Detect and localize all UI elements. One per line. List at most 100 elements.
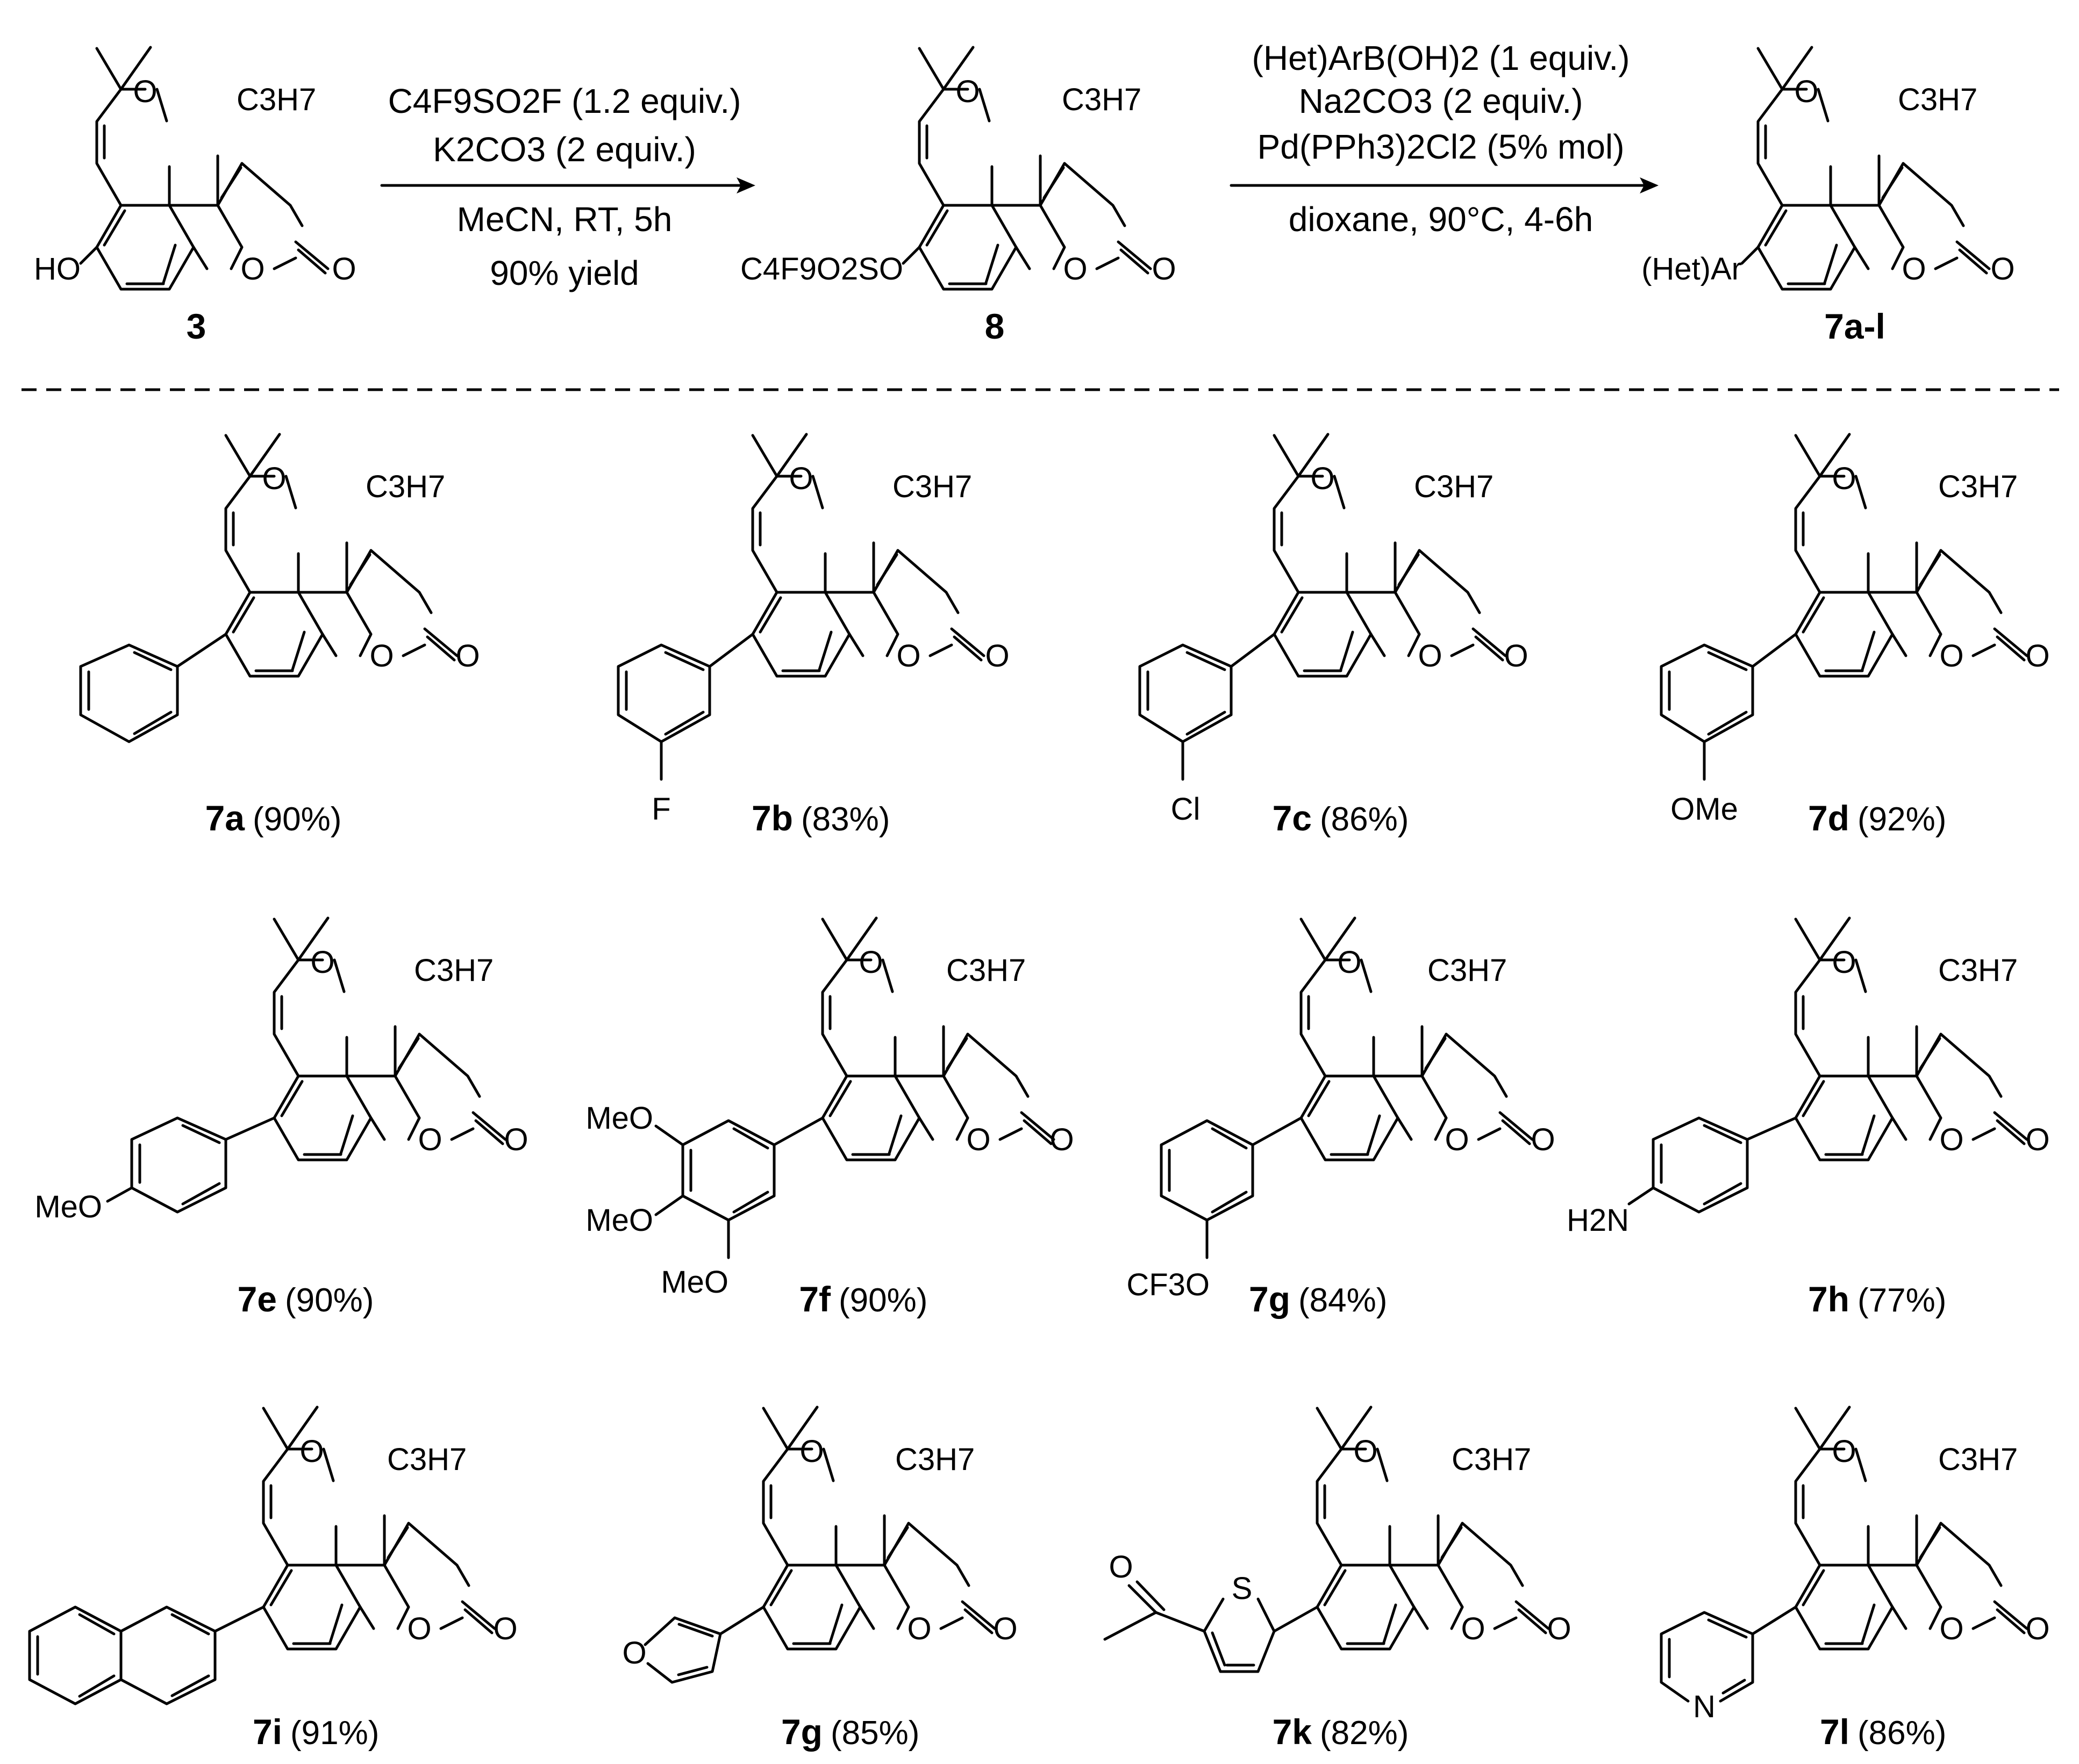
svg-text:C3H7: C3H7	[1938, 953, 2018, 988]
carbonyl-oxygen: O	[1990, 252, 2014, 286]
compound-8: O C3H7 O O C4F9O2SO	[740, 47, 1176, 289]
chloro-substituent: Cl	[1171, 792, 1201, 827]
methoxy-substituent-3: MeO	[585, 1101, 653, 1136]
step2-conditions: dioxane, 90°C, 4-6h	[1289, 200, 1593, 239]
svg-text:O: O	[966, 1122, 990, 1157]
svg-text:O: O	[1445, 1122, 1469, 1157]
reaction-arrow-1	[380, 177, 755, 193]
propyl-label: C3H7	[1898, 82, 1977, 117]
svg-text:O: O	[1547, 1611, 1571, 1646]
compound-yield-7d: (92%)	[1857, 801, 1946, 838]
svg-text:O: O	[493, 1611, 517, 1646]
compound-label-3: 3	[187, 306, 206, 346]
svg-text:O: O	[407, 1611, 431, 1646]
svg-text:O: O	[1832, 461, 1856, 496]
lactone-oxygen: O	[1902, 252, 1926, 286]
svg-text:O: O	[1504, 639, 1528, 673]
nonaflate-substituent: C4F9O2SO	[740, 252, 903, 286]
svg-text:O: O	[1832, 945, 1856, 980]
svg-text:O: O	[1461, 1611, 1485, 1646]
step1-yield: 90% yield	[490, 254, 639, 292]
svg-text:O: O	[2025, 639, 2049, 673]
svg-text:C3H7: C3H7	[1427, 953, 1507, 988]
compound-7a-l: O C3H7 O O (Het)Ar	[1641, 47, 2015, 289]
svg-text:O: O	[2025, 1122, 2049, 1157]
compound-7a: O C3H7 O O	[79, 434, 480, 743]
compound-label-7d: 7d	[1808, 798, 1849, 838]
trifluoromethoxy-substituent: CF3O	[1126, 1267, 1210, 1302]
propyl-label: C3H7	[237, 82, 316, 117]
step1-base: K2CO3 (2 equiv.)	[433, 130, 696, 169]
methoxy-substituent-5: MeO	[661, 1265, 728, 1300]
svg-text:O: O	[1531, 1122, 1555, 1157]
compound-yield-7b: (83%)	[801, 801, 890, 838]
svg-text:O: O	[1337, 945, 1361, 980]
compound-yield-7g-furyl: (85%)	[831, 1715, 919, 1752]
svg-text:C3H7: C3H7	[1414, 469, 1494, 504]
svg-text:O: O	[418, 1122, 442, 1157]
compound-label-7g: 7g	[1249, 1279, 1290, 1319]
compound-7f: O C3H7 O O MeO MeO MeO	[585, 918, 1074, 1300]
step1-conditions: MeCN, RT, 5h	[457, 200, 673, 239]
ring-oxygen: O	[133, 74, 157, 109]
compound-7h: O C3H7 O O H2N	[1567, 918, 2050, 1238]
step2-catalyst: Pd(PPh3)2Cl2 (5% mol)	[1258, 127, 1625, 166]
methoxy-substituent-4: MeO	[585, 1203, 653, 1238]
compound-yield-7a: (90%)	[253, 801, 341, 838]
svg-text:O: O	[1353, 1434, 1377, 1469]
svg-text:O: O	[896, 639, 920, 673]
svg-text:C3H7: C3H7	[946, 953, 1026, 988]
ring-oxygen: O	[1794, 74, 1818, 109]
svg-text:O: O	[985, 639, 1009, 673]
step1-reagent: C4F9SO2F (1.2 equiv.)	[388, 82, 741, 120]
hetaryl-substituent: (Het)Ar	[1641, 252, 1742, 286]
compound-yield-7h: (77%)	[1857, 1282, 1946, 1319]
svg-text:O: O	[799, 1434, 824, 1469]
compound-yield-7l: (86%)	[1857, 1715, 1946, 1752]
svg-text:O: O	[789, 461, 813, 496]
compound-7e: O C3H7 O O MeO	[34, 918, 528, 1224]
compound-7g: O C3H7 O O CF3O	[1126, 918, 1555, 1302]
compound-7b: O C3H7 O O F	[617, 434, 1010, 827]
furan-oxygen: O	[622, 1636, 646, 1670]
compound-yield-7k: (82%)	[1320, 1715, 1409, 1752]
compound-yield-7f: (90%)	[839, 1282, 927, 1319]
svg-text:O: O	[262, 461, 286, 496]
methoxy-substituent: OMe	[1670, 792, 1738, 827]
lactone-oxygen: O	[1063, 252, 1087, 286]
svg-text:O: O	[369, 639, 394, 673]
compound-yield-7e: (90%)	[285, 1282, 374, 1319]
compound-label-7a: 7a	[205, 798, 246, 838]
svg-text:O: O	[1418, 639, 1442, 673]
svg-text:C3H7: C3H7	[366, 469, 445, 504]
svg-text:O: O	[455, 639, 480, 673]
svg-text:C3H7: C3H7	[414, 953, 494, 988]
svg-text:C3H7: C3H7	[387, 1442, 467, 1477]
lactone-oxygen: O	[240, 252, 265, 286]
svg-text:O: O	[1049, 1122, 1074, 1157]
compound-label-7f: 7f	[799, 1279, 831, 1319]
compound-yield-7i: (91%)	[290, 1715, 379, 1752]
compound-7c: O C3H7 O O Cl	[1138, 434, 1528, 827]
thiophene-sulfur: S	[1232, 1571, 1253, 1606]
compound-label-7l: 7l	[1820, 1712, 1849, 1752]
compound-label-7k: 7k	[1273, 1712, 1312, 1752]
compound-label-7b: 7b	[752, 798, 793, 838]
compound-3: O C3H7 O O HO	[34, 47, 356, 289]
svg-text:O: O	[299, 1434, 324, 1469]
svg-text:O: O	[504, 1122, 528, 1157]
compound-7g-furyl: O C3H7 O O O	[622, 1407, 1018, 1684]
compound-label-7h: 7h	[1808, 1279, 1849, 1319]
hydroxy-substituent: HO	[34, 252, 81, 286]
svg-text:O: O	[310, 945, 334, 980]
carbonyl-oxygen: O	[1152, 252, 1176, 286]
svg-text:C3H7: C3H7	[1452, 1442, 1531, 1477]
svg-text:O: O	[1939, 639, 1963, 673]
methoxy-substituent: MeO	[34, 1189, 102, 1224]
compound-7k: O C3H7 O O S O	[1103, 1407, 1571, 1673]
compound-7d: O C3H7 O O OMe	[1660, 434, 2050, 827]
svg-text:C3H7: C3H7	[895, 1442, 975, 1477]
carbonyl-oxygen: O	[332, 252, 356, 286]
fluoro-substituent: F	[652, 792, 670, 827]
